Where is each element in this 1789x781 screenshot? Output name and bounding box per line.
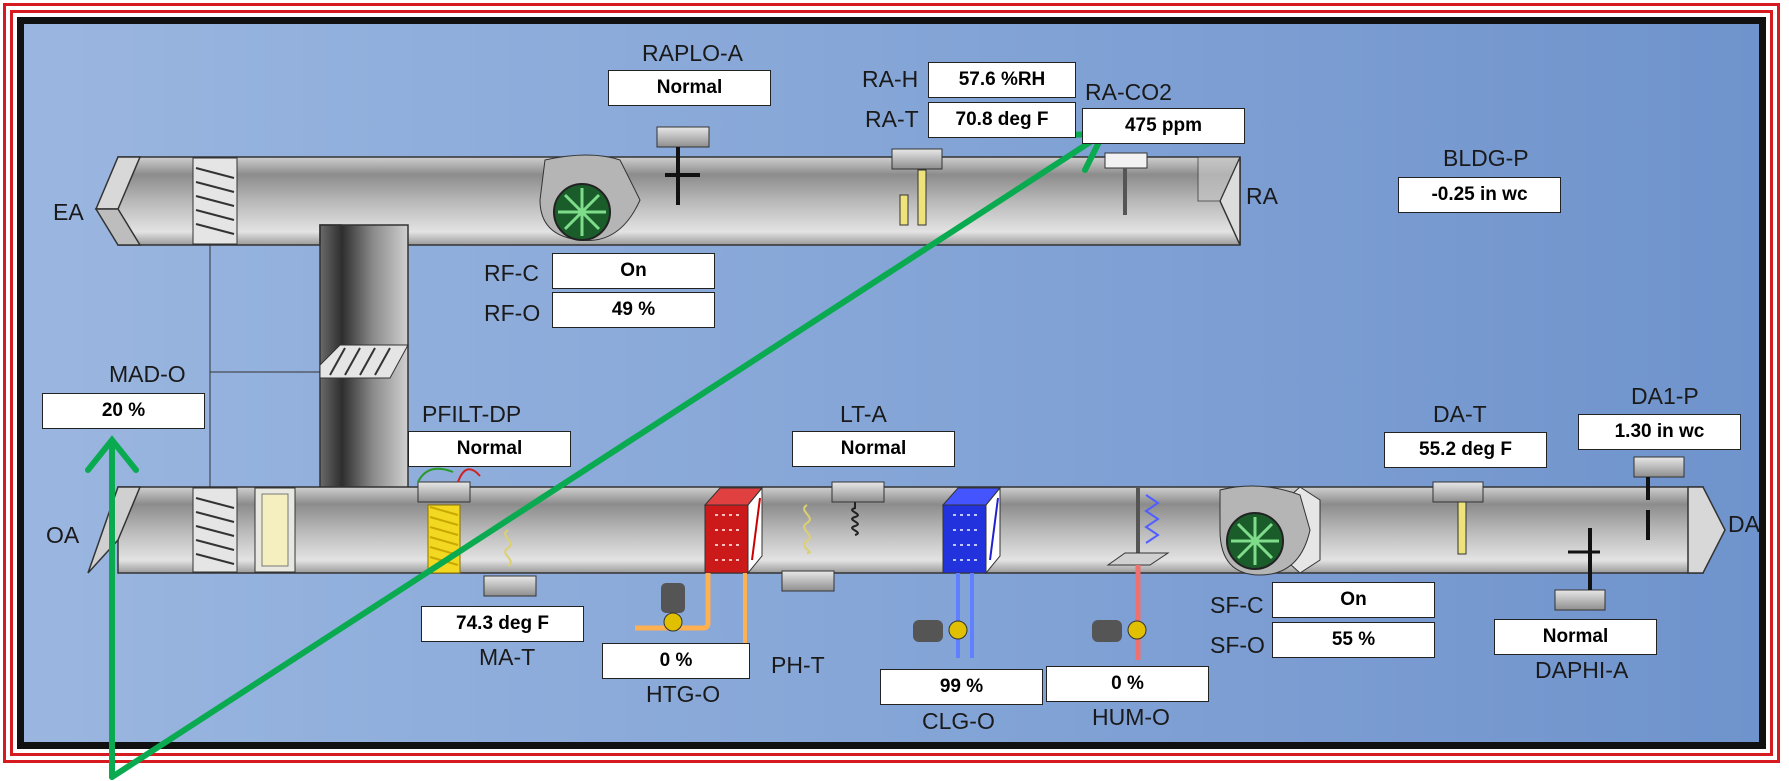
outside-air-filter [255,488,295,572]
sf-o-label: SF-O [1210,632,1265,659]
hum-o-label: HUM-O [1092,704,1170,731]
htg-o-label: HTG-O [646,681,720,708]
sf-o-value[interactable]: 55 % [1272,622,1435,658]
exhaust-damper [193,158,237,244]
mad-o-label: MAD-O [109,361,186,388]
da-t-value[interactable]: 55.2 deg F [1384,432,1547,468]
ra-h-label: RA-H [862,66,918,93]
ra-t-value[interactable]: 70.8 deg F [928,102,1076,138]
rf-o-value[interactable]: 49 % [552,292,715,328]
sf-c-label: SF-C [1210,592,1264,619]
ra-co2-label: RA-CO2 [1085,79,1172,106]
rf-c-value[interactable]: On [552,253,715,289]
ma-t-value[interactable]: 74.3 deg F [421,606,584,642]
cooling-coil [943,488,1000,573]
return-duct [96,157,1240,245]
lt-a-value[interactable]: Normal [792,431,955,467]
sf-c-value[interactable]: On [1272,582,1435,618]
oa-duct-label: OA [46,522,79,549]
da1-p-label: DA1-P [1631,383,1699,410]
outside-air-damper [193,488,237,572]
htg-o-value[interactable]: 0 % [602,643,750,679]
clg-o-value[interactable]: 99 % [880,669,1043,705]
ea-duct-label: EA [53,199,84,226]
da-duct-label: DA [1728,511,1760,538]
ma-t-label: MA-T [479,644,535,671]
lt-a-label: LT-A [840,401,887,428]
hum-o-value[interactable]: 0 % [1046,666,1209,702]
daphi-a-value[interactable]: Normal [1494,619,1657,655]
rf-o-label: RF-O [484,300,540,327]
heating-coil [705,488,762,573]
raplo-a-value[interactable]: Normal [608,70,771,106]
da1-p-value[interactable]: 1.30 in wc [1578,414,1741,450]
da-t-label: DA-T [1433,401,1487,428]
ra-h-value[interactable]: 57.6 %RH [928,62,1076,98]
pfilt-dp-value[interactable]: Normal [408,431,571,467]
bldg-p-value[interactable]: -0.25 in wc [1398,177,1561,213]
mad-o-value[interactable]: 20 % [42,393,205,429]
raplo-a-label: RAPLO-A [642,40,743,67]
ra-t-label: RA-T [865,106,919,133]
rf-c-label: RF-C [484,260,539,287]
bldg-p-label: BLDG-P [1443,145,1529,172]
ra-co2-value[interactable]: 475 ppm [1082,108,1245,144]
ra-duct-label: RA [1246,183,1278,210]
daphi-a-label: DAPHI-A [1535,657,1628,684]
pfilt-dp-label: PFILT-DP [422,401,521,428]
ph-t-label: PH-T [771,652,825,679]
clg-o-label: CLG-O [922,708,995,735]
